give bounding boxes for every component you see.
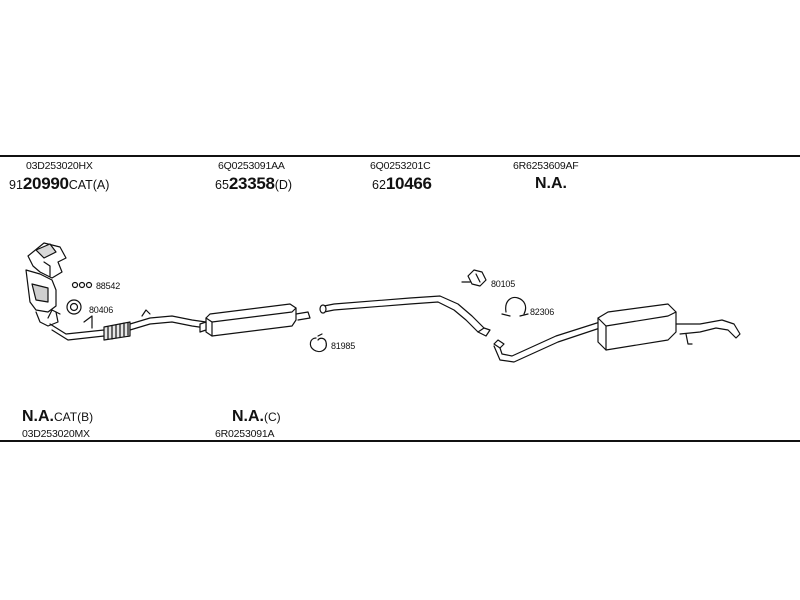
- mount-icon: [461, 269, 487, 287]
- part-6-number: N.A.(C): [232, 408, 281, 425]
- clamp-icon: [501, 296, 529, 317]
- front-pipe-icon: [47, 309, 207, 341]
- part-5-number: N.A.CAT(B): [22, 408, 94, 425]
- part-1-number: 9120990CAT(A): [9, 174, 110, 193]
- nut-set-label: 88542: [96, 281, 121, 291]
- catalytic-converter-icon: [25, 242, 67, 327]
- top-divider: [0, 155, 800, 157]
- hanger-front-label: 81985: [331, 341, 356, 351]
- part-2-ref: 6Q0253091AA: [218, 160, 285, 172]
- part-3-number: 6210466: [372, 174, 432, 193]
- mount-label: 80105: [491, 279, 516, 289]
- gasket-label: 80406: [89, 305, 114, 315]
- part-5-ref: 03D253020MX: [22, 428, 90, 440]
- rear-muffler-icon: [493, 303, 741, 363]
- intermediate-pipe-icon: [319, 295, 491, 337]
- gasket-icon: [66, 299, 82, 315]
- nut-set-icon: [71, 281, 93, 289]
- part-4-number: N.A.: [535, 175, 567, 192]
- part-1-ref: 03D253020HX: [26, 160, 93, 172]
- part-3-ref: 6Q0253201C: [370, 160, 431, 172]
- part-6-ref: 6R0253091A: [215, 428, 275, 440]
- clamp-label: 82306: [530, 307, 555, 317]
- middle-muffler-icon: [199, 303, 311, 337]
- part-2-number: 6523358(D): [215, 174, 293, 193]
- bottom-divider: [0, 440, 800, 442]
- hanger-front-icon: [309, 333, 327, 353]
- part-4-ref: 6R6253609AF: [513, 160, 579, 172]
